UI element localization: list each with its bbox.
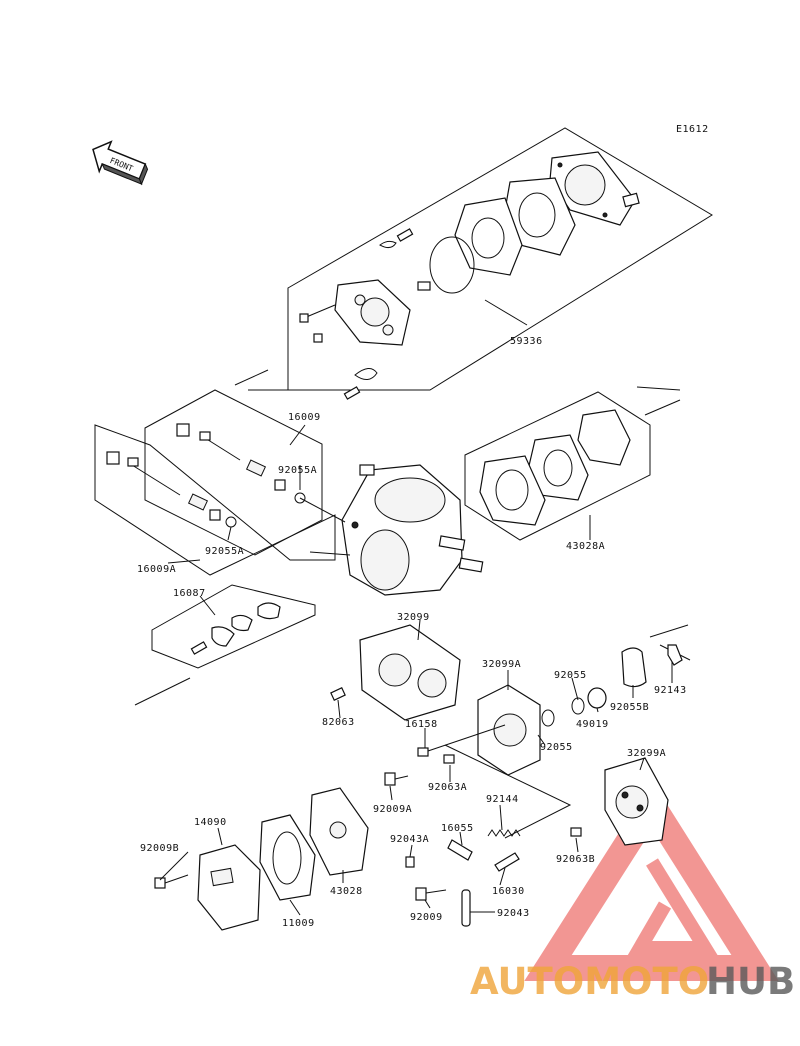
clip-92143 [667,644,683,666]
part-label-43028: 43028 [330,886,363,897]
group-outline-16009 [144,389,323,556]
group-outline-16009a [94,424,336,576]
part-label-32099: 32099 [397,612,430,623]
screw-cover-left [299,304,336,343]
screw-92063b [570,827,582,837]
cover-14090 [197,844,261,931]
part-label-16009a: 16009A [137,564,176,575]
diaphragm-upper [454,197,523,276]
part-label-92055-upper: 92055 [554,670,587,681]
part-label-92009b: 92009B [140,843,179,854]
group-outline-59336 [287,127,713,391]
screw-82063 [330,687,346,701]
group-outline-43028a [464,391,651,541]
group-outline-16087 [151,584,316,669]
part-label-16055: 16055 [441,823,474,834]
group-outline-16055 [444,744,572,839]
screw-upper [379,228,414,249]
part-label-82063: 82063 [322,717,355,728]
part-label-92055a-top: 92055A [278,465,317,476]
part-labels: 59336 16009 92055A 92055A 16009A 43028A … [137,336,687,929]
o-ring-92055-lower [541,709,555,727]
screw-92009a [384,772,409,786]
part-label-92144: 92144 [486,794,519,805]
screw-92063a [443,754,455,764]
pilot-screw-16009a [106,451,237,528]
part-label-49019: 49019 [576,719,609,730]
part-label-16087: 16087 [173,588,206,599]
screw-92009b [154,874,189,889]
part-label-16158: 16158 [405,719,438,730]
watermark-brand-part1: AUTOMOTO [470,960,709,1003]
choke-parts-16087 [190,602,281,655]
screw-92009 [415,887,447,901]
part-label-92143: 92143 [654,685,687,696]
part-label-14090: 14090 [194,817,227,828]
needle-16030 [494,852,520,872]
o-ring-92055-upper [571,697,585,715]
part-label-92043a: 92043A [390,834,429,845]
part-label-43028a: 43028A [566,541,605,552]
pilot-screw-16009 [176,423,306,504]
carburetor-body [341,464,484,596]
screw-16158 [417,747,429,757]
pump-cover-32099a-2 [604,757,669,846]
gasket-set-43028a [479,409,631,526]
part-label-92043: 92043 [497,908,530,919]
leader-lines [159,299,673,916]
diagram-code: E1612 [676,124,709,135]
spring-92144 [487,829,521,837]
pump-body-32099 [359,624,461,721]
part-label-59336: 59336 [510,336,543,347]
lever-16055 [447,839,473,861]
front-arrow-icon: FRONT [92,140,149,186]
part-label-92055b: 92055B [610,702,649,713]
pump-body-part [549,151,640,226]
o-ring-upper [429,236,475,294]
part-label-32099a-2: 32099A [627,748,666,759]
part-label-92009a: 92009A [373,804,412,815]
part-label-92063a: 92063A [428,782,467,793]
part-label-92063b: 92063B [556,854,595,865]
part-label-16009: 16009 [288,412,321,423]
part-label-11009: 11009 [282,918,315,929]
part-label-32099a: 32099A [482,659,521,670]
watermark-text: AUTOMOTO HUB [470,960,795,1003]
pump-plate-32099a [477,684,541,776]
part-label-16030: 16030 [492,886,525,897]
screw-cover-bottom [343,368,378,400]
watermark-brand-part2: HUB [706,960,795,1003]
gasket-11009 [259,814,316,901]
cap-92055b [621,647,647,688]
part-label-92009: 92009 [410,912,443,923]
part-label-92055-lower: 92055 [540,742,573,753]
watermark-logo [524,780,779,981]
fitting-49019 [587,687,607,709]
pin-92043 [461,889,471,927]
pin-92043a [405,856,415,868]
pump-cover-part [334,279,431,346]
part-label-92055a-bottom: 92055A [205,546,244,557]
